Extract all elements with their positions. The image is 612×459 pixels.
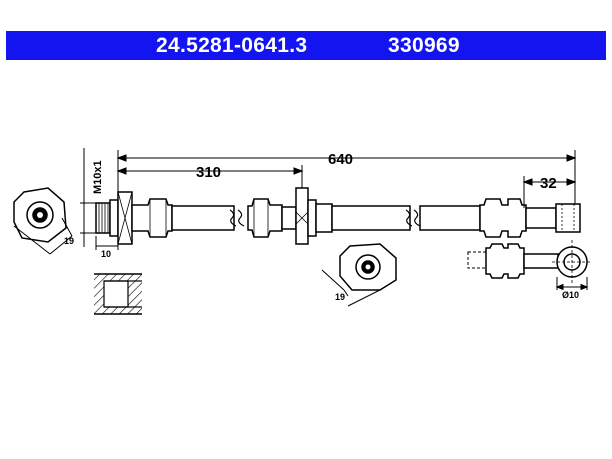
middle-fitting-end-view [321, 243, 397, 307]
hose-break-marks [229, 209, 421, 227]
dimension-640 [116, 150, 577, 204]
total-length-label: 640 [328, 151, 353, 168]
dimension-310 [116, 165, 304, 188]
reference-number: 330969 [388, 34, 460, 57]
end-length-label: 32 [540, 175, 557, 192]
header-bar: 24.5281-0641.3 330969 [6, 31, 606, 60]
banjo-fitting-view [467, 240, 592, 284]
banjo-diameter-label: Ø10 [562, 290, 579, 300]
wrench-size-middle-label: 19 [335, 292, 345, 302]
left-fitting-end-view [13, 187, 73, 255]
wrench-size-left-label: 19 [64, 236, 74, 246]
part-number: 24.5281-0641.3 [156, 34, 308, 57]
fitting-cross-section [94, 273, 142, 315]
hose-body [131, 187, 581, 245]
thread-fitting-side [95, 191, 133, 245]
thread-label: M10x1 [92, 160, 104, 194]
banjo-diameter-dimension [555, 277, 589, 291]
partial-length-label: 310 [196, 164, 221, 181]
dimension-32 [522, 176, 577, 208]
thread-width-label: 10 [101, 249, 111, 259]
